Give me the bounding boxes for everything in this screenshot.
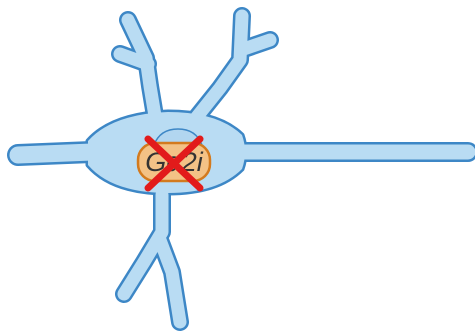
neuron (18, 16, 468, 322)
